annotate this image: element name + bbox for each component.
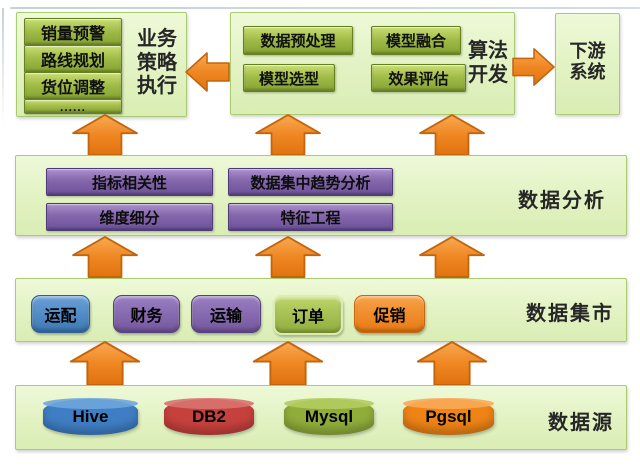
- frame-left-line: [2, 8, 4, 126]
- data-source-label: 数据源: [548, 412, 614, 434]
- mart-item-delivery: 运配: [31, 295, 90, 333]
- downstream-label: 下游 系统: [556, 41, 619, 83]
- downstream-panel: 下游 系统: [555, 13, 620, 115]
- business-item-slot-adjustment: 货位调整: [24, 72, 122, 100]
- arrow-up-icon: [419, 114, 485, 156]
- data-mart-label: 数据集市: [526, 303, 614, 325]
- arrow-up-icon: [72, 236, 138, 278]
- mart-item-promotion: 促销: [354, 295, 425, 333]
- source-item-mysql: Mysql: [284, 398, 374, 435]
- data-analysis-label: 数据分析: [518, 190, 606, 212]
- data-source-band: Hive DB2 Mysql Pgsql 数据源: [15, 385, 627, 450]
- arrow-left-icon: [185, 52, 230, 92]
- business-item-more: ......: [24, 99, 122, 114]
- arrow-up-icon: [69, 341, 141, 386]
- data-mart-band: 运配 财务 运输 订单 促销 数据集市: [15, 278, 627, 342]
- business-strategy-panel: 销量预警 路线规划 货位调整 ...... 业务 策略 执行: [16, 12, 187, 117]
- source-item-pgsql: Pgsql: [403, 398, 494, 435]
- mart-item-finance: 财务: [113, 295, 180, 333]
- hive-label: Hive: [72, 407, 109, 426]
- analysis-item-indicator-correlation: 指标相关性: [46, 168, 213, 196]
- db2-label: DB2: [191, 407, 226, 426]
- arrow-up-icon: [255, 236, 321, 278]
- arrow-up-icon: [419, 236, 485, 278]
- algorithm-dev-label: 算法 开发: [465, 40, 511, 87]
- algo-item-preprocessing: 数据预处理: [243, 26, 353, 55]
- arrow-right-icon: [512, 48, 555, 86]
- algo-label-line2: 开发: [468, 63, 508, 86]
- mart-item-order: 订单: [273, 295, 343, 335]
- data-analysis-band: 指标相关性 数据集中趋势分析 维度细分 特征工程 数据分析: [15, 155, 627, 236]
- frame-top-line: [10, 7, 640, 9]
- analysis-item-dimension-breakdown: 维度细分: [46, 203, 213, 231]
- source-item-hive: Hive: [43, 398, 138, 435]
- algo-item-model-selection: 模型选型: [243, 64, 335, 92]
- business-label-line1: 业务: [137, 28, 177, 50]
- business-label-line3: 执行: [137, 75, 177, 98]
- algo-label-line1: 算法: [468, 40, 508, 62]
- business-item-route-planning: 路线规划: [24, 45, 122, 73]
- business-label-line2: 策略: [137, 51, 177, 74]
- source-item-db2: DB2: [164, 398, 254, 435]
- downstream-label-line1: 下游: [569, 41, 606, 61]
- arrow-up-icon: [416, 341, 488, 386]
- business-item-sales-alert: 销量预警: [24, 18, 122, 46]
- business-strategy-label: 业务 策略 执行: [131, 28, 183, 99]
- arrow-up-icon: [72, 114, 138, 156]
- downstream-label-line2: 系统: [569, 62, 606, 83]
- analysis-item-feature-engineering: 特征工程: [228, 203, 393, 231]
- arrow-up-icon: [255, 114, 321, 156]
- arrow-up-icon: [252, 341, 324, 386]
- mysql-label: Mysql: [304, 407, 354, 426]
- pgsql-label: Pgsql: [425, 407, 472, 426]
- analysis-item-central-tendency: 数据集中趋势分析: [228, 168, 393, 196]
- mart-item-transport: 运输: [191, 295, 261, 333]
- algorithm-dev-panel: 数据预处理 模型融合 模型选型 效果评估 算法 开发: [230, 12, 515, 115]
- algo-item-effect-evaluation: 效果评估: [371, 64, 466, 92]
- algo-item-model-fusion: 模型融合: [371, 26, 461, 55]
